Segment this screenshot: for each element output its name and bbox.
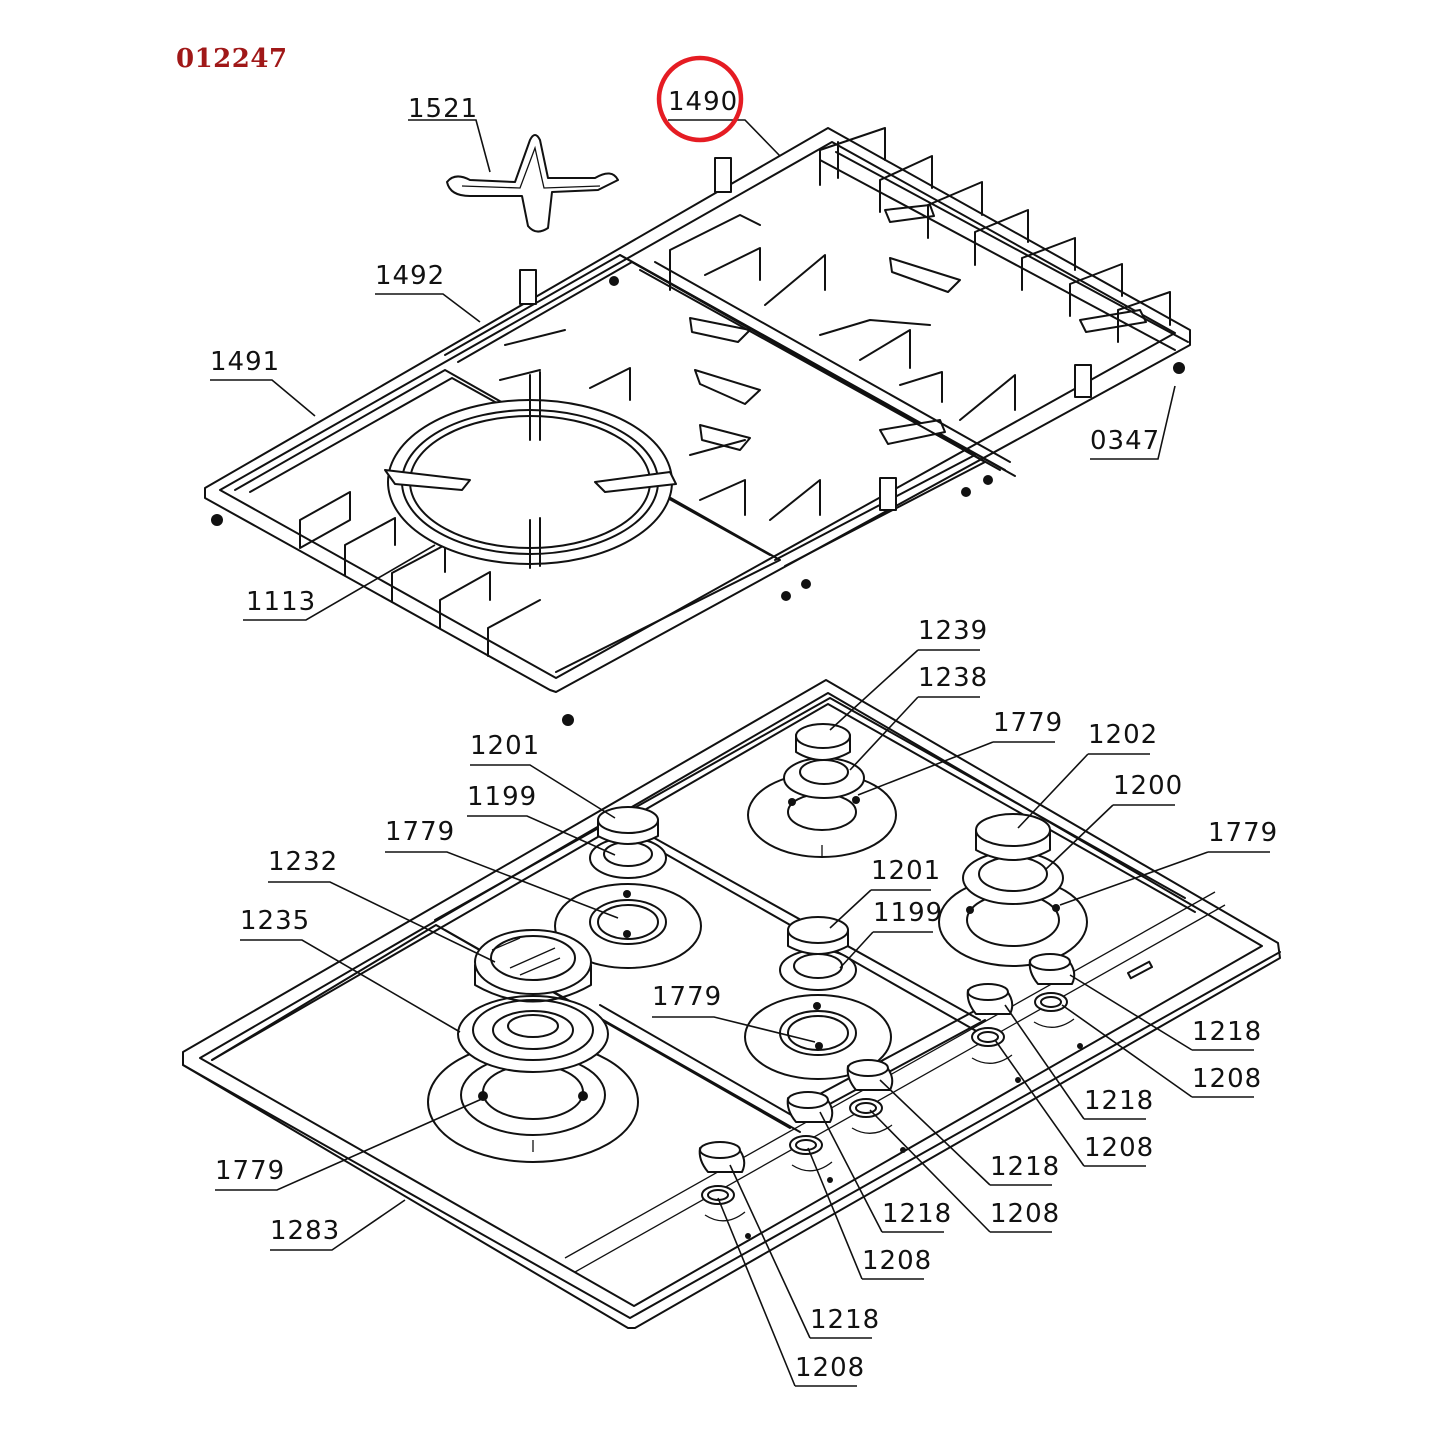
callout-leader-1779 — [857, 741, 1055, 796]
callout-leader-1201 — [829, 889, 931, 929]
callout-label-1779: 1779 — [993, 708, 1063, 738]
burner-centre — [744, 916, 892, 1080]
callout-leader-1208 — [807, 1147, 924, 1280]
burner-wok — [427, 929, 639, 1163]
callout-leader-1239 — [829, 649, 980, 731]
callout-label-1521: 1521 — [408, 94, 478, 124]
callout-leaders — [210, 119, 1270, 1387]
callout-leader-1521 — [408, 119, 491, 173]
callout-label-1218: 1218 — [1192, 1017, 1262, 1047]
callout-label-1201: 1201 — [470, 731, 540, 761]
callout-leader-1199 — [467, 815, 616, 856]
callout-leader-1218 — [729, 1164, 872, 1339]
callout-leader-1208 — [717, 1197, 857, 1387]
callout-leader-1283 — [270, 1199, 406, 1251]
callout-leader-1218 — [819, 1111, 944, 1233]
callout-label-1218: 1218 — [882, 1199, 952, 1229]
callout-label-1113: 1113 — [246, 587, 316, 617]
callout-leader-1238 — [849, 696, 980, 771]
callout-label-1492: 1492 — [375, 261, 445, 291]
callout-label-1208: 1208 — [1192, 1064, 1262, 1094]
callout-leader-1218 — [879, 1079, 1052, 1186]
callout-leader-1200 — [1044, 804, 1175, 871]
callout-label-1490: 1490 — [668, 87, 738, 117]
callout-label-1208: 1208 — [1084, 1133, 1154, 1163]
callout-label-1208: 1208 — [795, 1353, 865, 1383]
callout-label-1218: 1218 — [810, 1305, 880, 1335]
control-knobs — [698, 953, 1083, 1239]
callout-label-1208: 1208 — [990, 1199, 1060, 1229]
callout-label-1779: 1779 — [215, 1156, 285, 1186]
callout-leader-1201 — [470, 764, 616, 819]
callout-label-1232: 1232 — [268, 847, 338, 877]
callout-label-1199: 1199 — [467, 782, 537, 812]
callout-leader-1490 — [668, 119, 781, 157]
callout-label-1218: 1218 — [1084, 1086, 1154, 1116]
callout-leader-1208 — [994, 1039, 1146, 1167]
document-id: 012247 — [176, 44, 288, 74]
callout-label-1238: 1238 — [918, 663, 988, 693]
callout-label-1779: 1779 — [385, 817, 455, 847]
pan-supports — [204, 127, 1191, 726]
callout-label-1491: 1491 — [210, 347, 280, 377]
callout-label-1218: 1218 — [990, 1152, 1060, 1182]
highlight-circle — [656, 55, 744, 143]
callout-label-1779: 1779 — [1208, 818, 1278, 848]
callout-leader-1779 — [385, 851, 619, 919]
callout-leader-1232 — [268, 881, 496, 963]
callout-leader-1218 — [1069, 974, 1254, 1051]
callout-label-0347: 0347 — [1090, 426, 1160, 456]
callout-leader-1779 — [215, 1097, 485, 1191]
callout-leader-1779 — [1059, 851, 1270, 906]
callout-leader-1199 — [839, 931, 933, 969]
callout-leader-1218 — [1004, 1004, 1146, 1120]
burner-rear-left — [554, 806, 702, 969]
callout-label-1199: 1199 — [873, 898, 943, 928]
cross-pan-support — [446, 134, 619, 233]
callout-label-1779: 1779 — [652, 982, 722, 1012]
burner-right — [938, 813, 1088, 967]
callout-leader-1202 — [1017, 753, 1150, 829]
callout-leader-1491 — [210, 379, 316, 417]
callout-leader-1208 — [869, 1109, 1052, 1233]
callout-leader-1492 — [375, 293, 481, 323]
callout-label-1201: 1201 — [871, 856, 941, 886]
callout-label-1235: 1235 — [240, 906, 310, 936]
callout-label-1202: 1202 — [1088, 720, 1158, 750]
callout-leader-1235 — [240, 939, 461, 1033]
callout-label-1239: 1239 — [918, 616, 988, 646]
callout-leader-1779 — [652, 1016, 816, 1043]
callout-label-1283: 1283 — [270, 1216, 340, 1246]
callout-label-1200: 1200 — [1113, 771, 1183, 801]
callout-label-1208: 1208 — [862, 1246, 932, 1276]
callout-leader-0347 — [1090, 385, 1176, 460]
callout-leader-1113 — [243, 544, 436, 621]
callout-leader-1208 — [1061, 1004, 1254, 1098]
